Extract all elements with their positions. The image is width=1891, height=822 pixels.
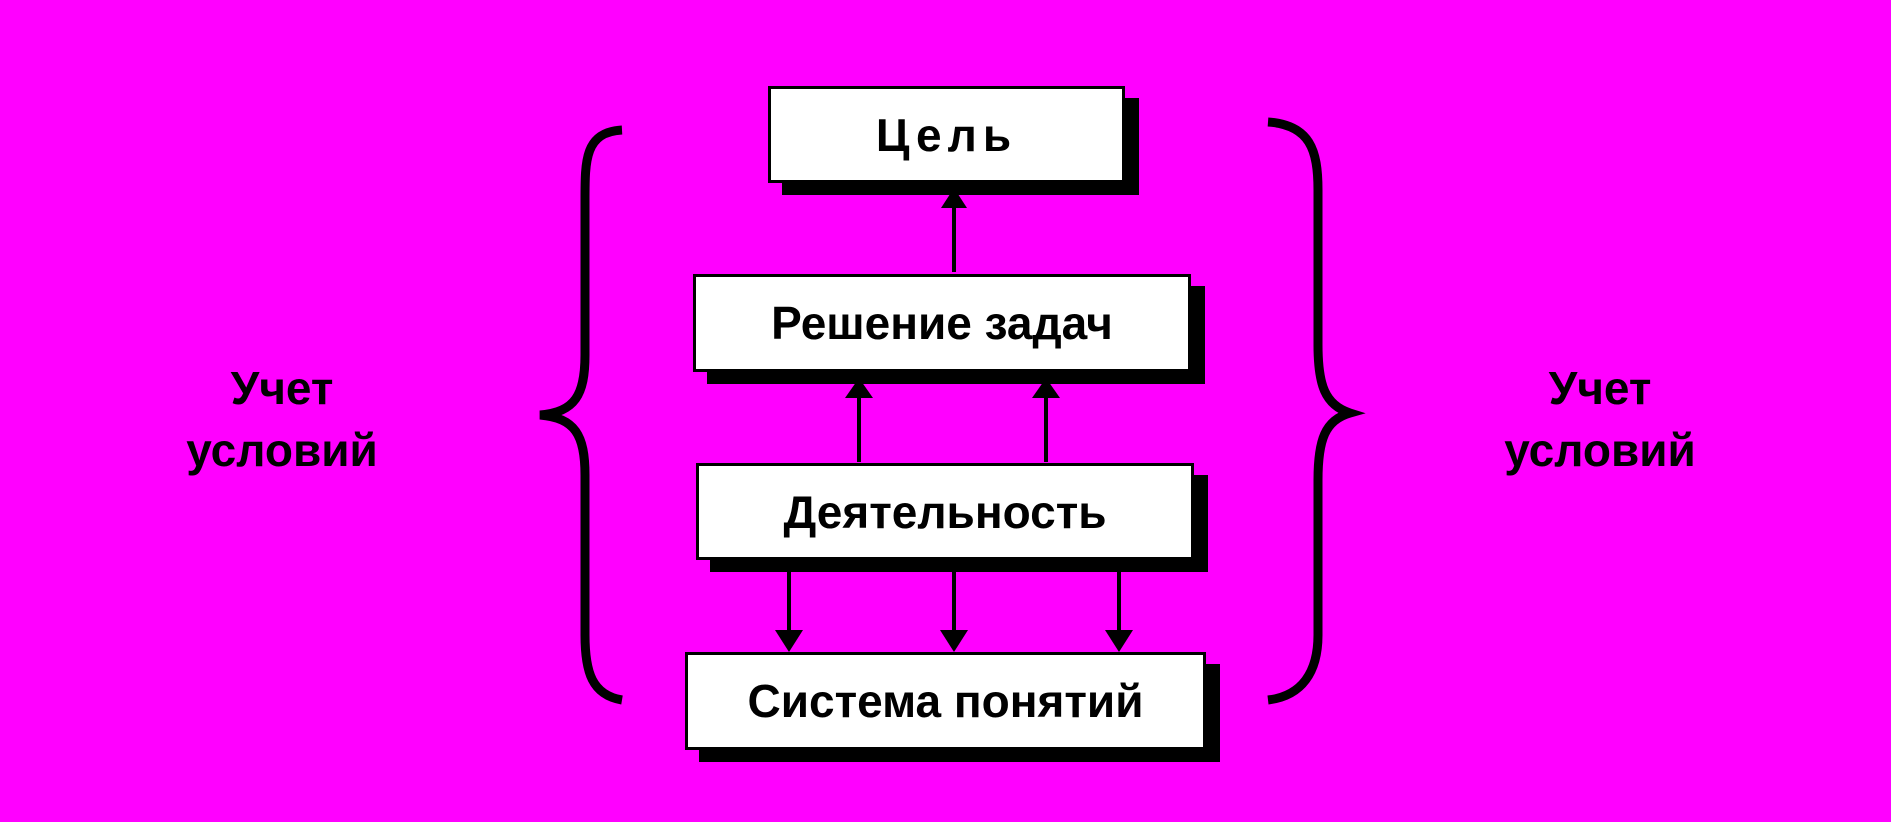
arrow-activity-to-concepts-middle bbox=[940, 572, 968, 652]
right-conditions-label: Учет условий bbox=[1450, 357, 1750, 481]
concepts-box: Система понятий bbox=[685, 652, 1206, 750]
arrow-activity-to-concepts-left bbox=[775, 572, 803, 652]
left-conditions-label: Учет условий bbox=[132, 357, 432, 481]
left-brace bbox=[539, 125, 623, 705]
goal-label: Цель bbox=[875, 108, 1018, 161]
arrow-activity-to-tasks-right bbox=[1032, 378, 1060, 462]
right-brace bbox=[1267, 117, 1366, 705]
arrow-tasks-to-goal bbox=[941, 188, 967, 272]
concepts-label: Система понятий bbox=[747, 675, 1144, 727]
right-conditions-line1: Учет bbox=[1548, 362, 1652, 414]
arrow-activity-to-concepts-right bbox=[1105, 572, 1133, 652]
arrow-activity-to-tasks-left bbox=[845, 378, 873, 462]
left-conditions-line1: Учет bbox=[230, 362, 334, 414]
goal-box: Цель bbox=[768, 86, 1125, 183]
tasks-label: Решение задач bbox=[771, 297, 1113, 349]
right-conditions-line2: условий bbox=[1504, 424, 1696, 476]
tasks-box: Решение задач bbox=[693, 274, 1191, 372]
activity-box: Деятельность bbox=[696, 463, 1194, 560]
activity-label: Деятельность bbox=[783, 485, 1107, 538]
left-conditions-line2: условий bbox=[186, 424, 378, 476]
